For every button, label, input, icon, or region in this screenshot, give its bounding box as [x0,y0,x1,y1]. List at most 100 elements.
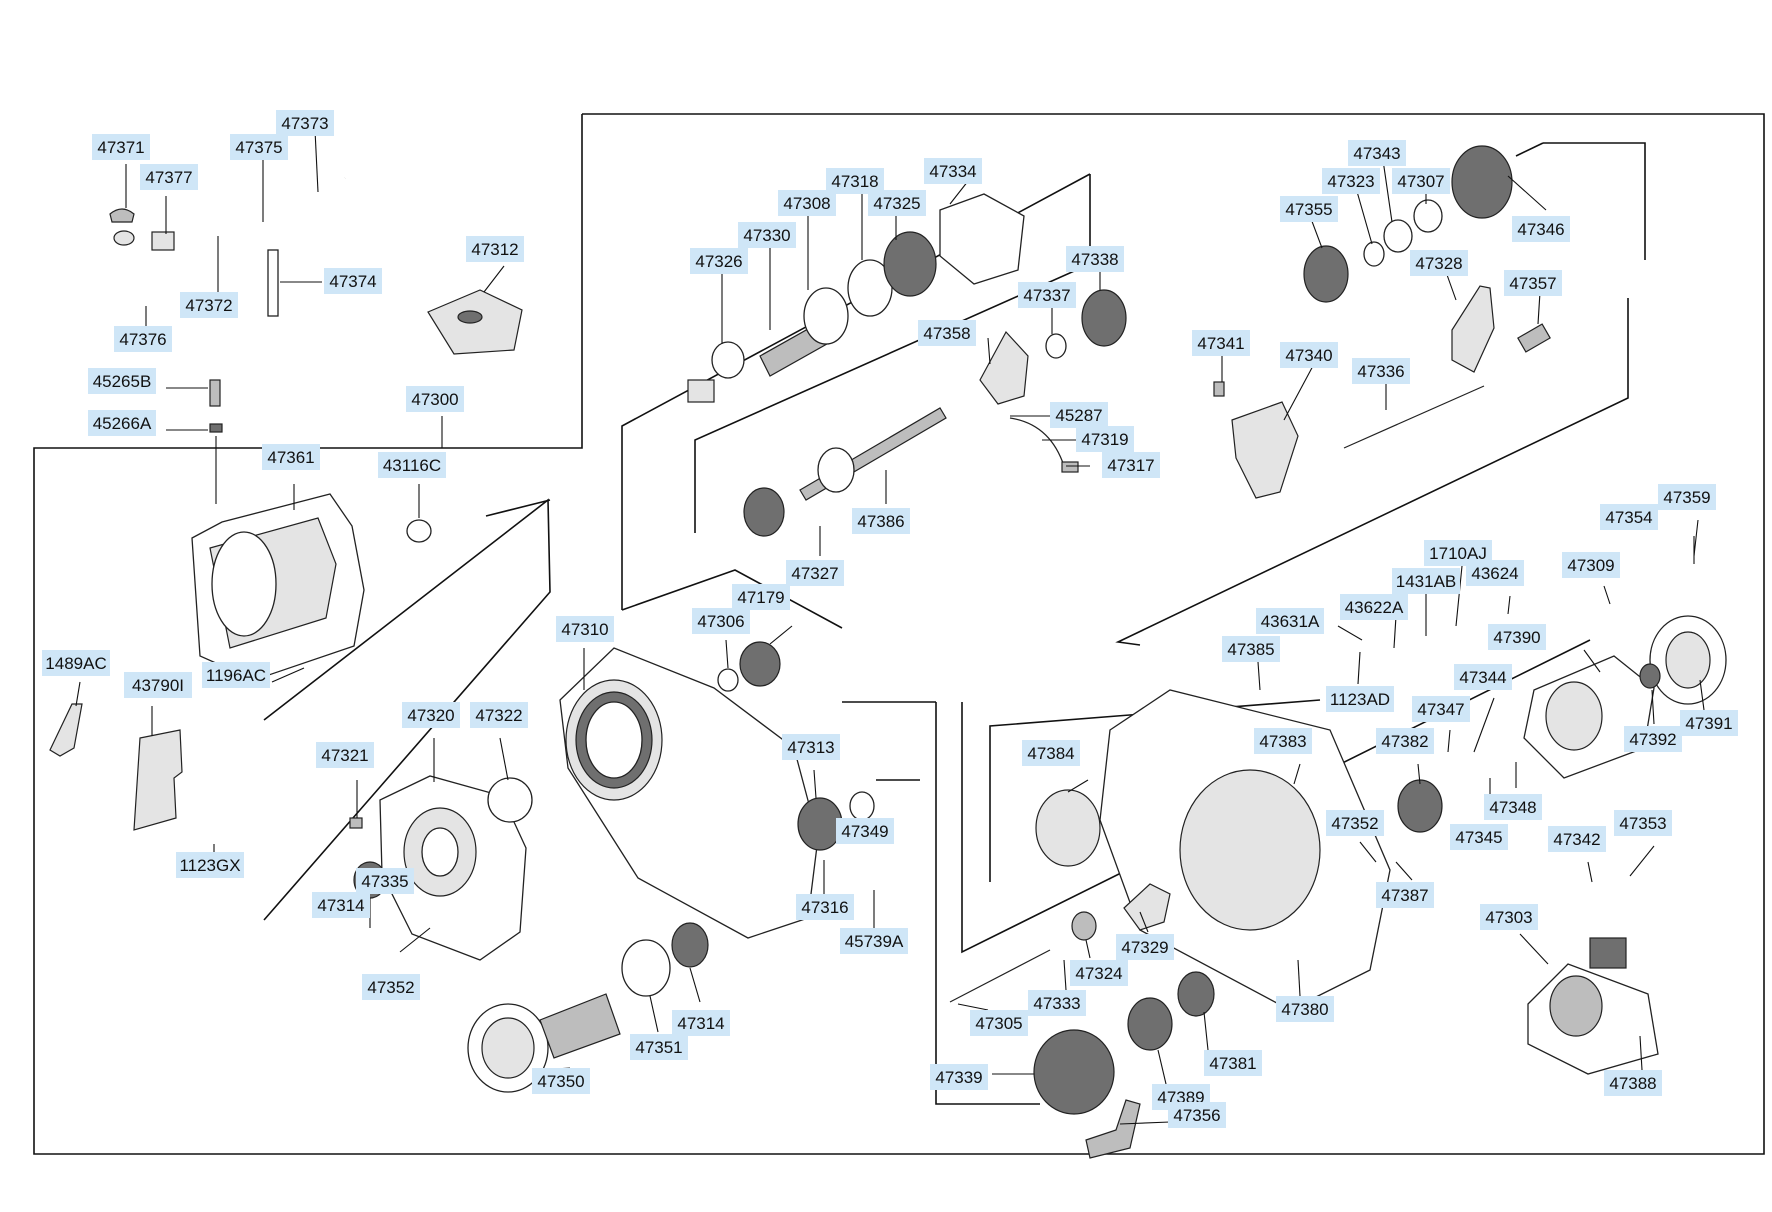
part-label-47371: 47371 [92,134,150,160]
part-label-47383: 47383 [1254,728,1312,754]
part-label-47328: 47328 [1410,250,1468,276]
part-number-text: 47352 [1331,814,1378,833]
fork-47328 [1451,285,1495,373]
part-label-43622a: 43622A [1340,594,1408,620]
part-number-text: 47381 [1209,1054,1256,1073]
part-label-bg [1410,250,1468,276]
gear-47339 [1033,1029,1115,1115]
part-label-47310: 47310 [556,616,614,642]
part-label-bg [924,158,982,184]
bearing-47179 [739,641,781,687]
part-label-bg [1376,728,1434,754]
part-number-text: 47313 [787,738,834,757]
part-number-text: 47317 [1107,456,1154,475]
clip-47317 [1061,461,1079,473]
part-label-47347: 47347 [1412,696,1470,722]
part-number-text: 47359 [1663,488,1710,507]
part-label-47306: 47306 [692,608,750,634]
part-label-47334: 47334 [924,158,982,184]
part-number-text: 47372 [185,296,232,315]
part-number-text: 47333 [1033,994,1080,1013]
part-number-text: 47350 [537,1072,584,1091]
part-number-text: 47380 [1281,1000,1328,1019]
part-label-47355: 47355 [1280,196,1338,222]
part-label-47330: 47330 [738,222,796,248]
part-number-text: 47318 [831,172,878,191]
part-label-bg [1480,904,1538,930]
seal-47314-rear [671,922,709,968]
part-number-text: 47342 [1553,830,1600,849]
part-label-bg [324,268,382,294]
part-label-bg [1658,484,1716,510]
part-label-bg [1604,1070,1662,1096]
part-label-bg [180,292,238,318]
part-label-bg [262,444,320,470]
part-number-text: 47371 [97,138,144,157]
part-number-text: 47385 [1227,640,1274,659]
part-label-47361: 47361 [262,444,320,470]
part-label-bg [276,110,334,136]
part-label-bg [1562,552,1620,578]
part-number-text: 47307 [1397,172,1444,191]
part-label-47317: 47317 [1102,452,1160,478]
part-number-text: 43622A [1345,598,1404,617]
ring-47389 [1127,997,1173,1051]
part-label-bg [630,1034,688,1060]
part-number-text: 47392 [1629,730,1676,749]
part-label-47323: 47323 [1322,168,1380,194]
part-label-1196ac: 1196AC [202,662,270,688]
transfer-case-rear [1099,689,1391,1011]
part-number-text: 47336 [1357,362,1404,381]
part-label-1710aj: 1710AJ [1424,540,1492,566]
part-number-text: 45265B [93,372,152,391]
part-label-bg [1050,402,1108,428]
part-label-47351: 47351 [630,1034,688,1060]
part-label-bg [1484,794,1542,820]
part-label-bg [176,852,244,878]
part-number-text: 47308 [783,194,830,213]
part-label-bg [672,1010,730,1036]
part-label-bg [1340,594,1408,620]
part-label-bg [1256,608,1324,634]
part-number-text: 47319 [1081,430,1128,449]
part-label-bg [1066,246,1124,272]
part-label-47356: 47356 [1168,1102,1226,1128]
part-label-bg [778,190,836,216]
part-label-bg [1600,504,1658,530]
part-number-text: 47328 [1415,254,1462,273]
part-number-text: 47338 [1071,250,1118,269]
part-label-47377: 47377 [140,164,198,190]
part-label-43116c: 43116C [378,452,446,478]
ring-47323 [1363,241,1385,267]
part-label-bg [1624,726,1682,752]
part-label-47344: 47344 [1454,664,1512,690]
part-label-47374: 47374 [324,268,382,294]
part-label-47354: 47354 [1600,504,1658,530]
part-label-bg [532,1068,590,1094]
part-label-bg [92,134,150,160]
part-label-bg [1280,196,1338,222]
part-label-bg [1512,216,1570,242]
part-label-47339: 47339 [930,1064,988,1090]
part-label-bg [868,190,926,216]
part-number-text: 1489AC [45,654,106,673]
part-label-bg [1548,826,1606,852]
part-label-bg [1168,1102,1226,1128]
gear-47338 [1081,289,1127,347]
part-label-bg [1254,728,1312,754]
part-label-bg [1018,282,1076,308]
snap-ring-47306 [717,668,739,692]
part-label-bg [1222,636,1280,662]
part-number-text: 47345 [1455,828,1502,847]
part-number-text: 47347 [1417,700,1464,719]
part-label-bg [1076,426,1134,452]
part-label-bg [836,818,894,844]
part-label-bg [556,616,614,642]
part-number-text: 47358 [923,324,970,343]
part-label-bg [1680,710,1738,736]
part-label-bg [690,248,748,274]
part-number-text: 45266A [93,414,152,433]
part-number-text: 47375 [235,138,282,157]
part-label-47350: 47350 [532,1068,590,1094]
part-label-bg [826,168,884,194]
